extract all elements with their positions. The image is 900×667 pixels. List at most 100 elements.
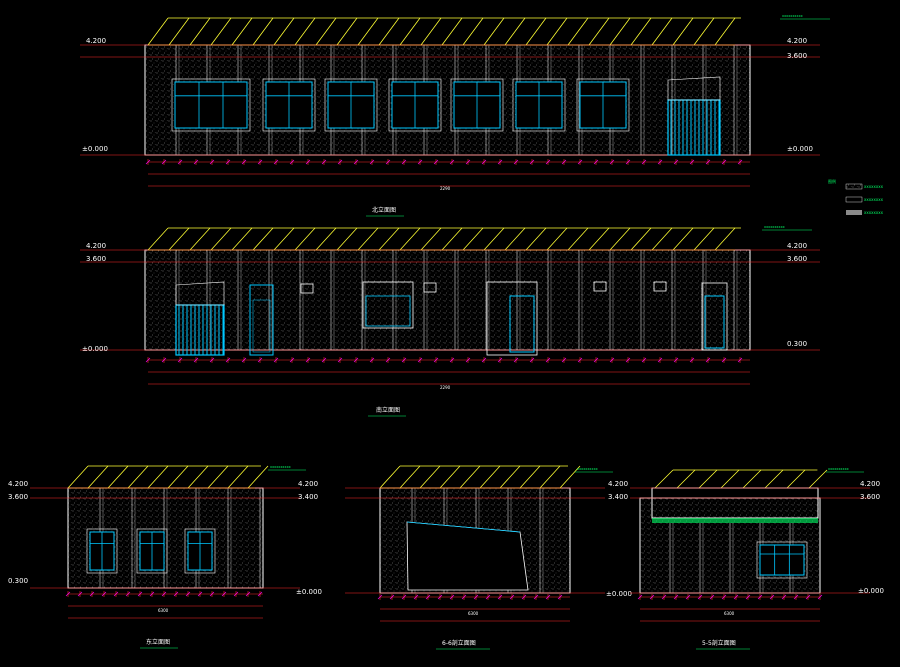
section-5-window — [756, 541, 808, 579]
roof-panel-line — [167, 465, 189, 489]
south-vent-4 — [653, 281, 667, 292]
dimension-tick-mark — [145, 159, 151, 165]
dimension-tick-mark — [513, 357, 519, 363]
window-frame-outer — [171, 78, 251, 132]
dimension-tick-mark — [321, 159, 327, 165]
section-6-overall-dim: 6300 — [468, 611, 479, 616]
dimension-tick-mark — [177, 357, 183, 363]
roof-panel-line — [567, 17, 589, 46]
dimension-tick-mark — [305, 159, 311, 165]
roof-panel-line — [147, 227, 169, 251]
dimension-tick-mark — [101, 591, 107, 597]
dimension-tick-mark — [737, 159, 743, 165]
roof-panel-line — [483, 17, 505, 46]
south-level-top-left: 4.200 — [86, 242, 106, 250]
south-window-large — [362, 281, 414, 329]
roof-panel-line — [698, 469, 718, 489]
roof-panel-line — [588, 17, 610, 46]
dimension-tick-mark — [273, 159, 279, 165]
dimension-tick-mark — [177, 159, 183, 165]
roof-panel-line — [420, 17, 442, 46]
legend-item-2: xxxxxxxx — [864, 197, 884, 202]
dimension-tick-mark — [673, 159, 679, 165]
dimension-tick-mark — [733, 594, 739, 600]
roof-panel-line — [588, 227, 610, 251]
window-frame-outer — [576, 78, 630, 132]
north-roof-note: xxxxxxxxxx — [782, 14, 803, 18]
south-roof-note: xxxxxxxxxx — [764, 225, 785, 229]
roof-panel-line — [567, 227, 589, 251]
south-vent-2 — [423, 282, 437, 293]
roof-panel-line — [231, 17, 253, 46]
roof-panel-line — [399, 17, 421, 46]
window-frame-outer — [136, 528, 168, 574]
east-level-ground-left: 0.300 — [8, 577, 28, 585]
dimension-tick-mark — [637, 594, 643, 600]
dimension-tick-mark — [185, 591, 191, 597]
south-door-2 — [486, 281, 538, 356]
section-5-level-ground: ±0.000 — [858, 587, 884, 595]
dimension-tick-mark — [225, 357, 231, 363]
dimension-tick-mark — [697, 594, 703, 600]
dimension-tick-mark — [513, 159, 519, 165]
roof-panel-line — [147, 17, 169, 46]
east-windows — [86, 528, 216, 574]
dimension-tick-mark — [417, 357, 423, 363]
dimension-tick-mark — [533, 594, 539, 600]
east-overall-dim: 6300 — [158, 608, 169, 613]
south-overall-dim: 2290 — [440, 385, 451, 390]
dimension-tick-mark — [353, 357, 359, 363]
legend-swatch-2 — [845, 196, 863, 203]
east-level-eave-left: 3.600 — [8, 493, 28, 501]
dimension-tick-mark — [137, 591, 143, 597]
north-level-eave-right: 3.600 — [787, 52, 807, 60]
dimension-tick-mark — [561, 159, 567, 165]
roof-panel-line — [420, 227, 442, 251]
roof-panel-line — [315, 227, 337, 251]
dimension-tick-mark — [385, 357, 391, 363]
east-level-ground-right: ±0.000 — [296, 588, 322, 596]
south-level-ground-left: ±0.000 — [82, 345, 108, 353]
dimension-tick-mark — [77, 591, 83, 597]
dimension-tick-mark — [545, 357, 551, 363]
south-vent-3 — [593, 281, 607, 292]
south-roof-panels — [147, 227, 741, 251]
roof-panel-line — [651, 227, 673, 251]
roof-panel-line — [786, 469, 806, 489]
dimension-tick-mark — [225, 159, 231, 165]
dimension-tick-mark — [193, 159, 199, 165]
east-level-eave-right: 3.400 — [298, 493, 318, 501]
east-elevation: 4.200 3.600 0.300 4.200 3.400 ±0.000 xxx… — [8, 465, 322, 649]
south-railing-gate — [175, 281, 225, 356]
window-frame-outer — [262, 78, 316, 132]
dimension-tick-mark — [161, 357, 167, 363]
dimension-tick-mark — [369, 159, 375, 165]
roof-panel-line — [519, 465, 541, 489]
window-frame-outer — [324, 78, 378, 132]
dimension-tick-mark — [173, 591, 179, 597]
dimension-tick-mark — [721, 357, 727, 363]
roof-panel-line — [479, 465, 501, 489]
section-6-dimension-chain — [377, 594, 570, 622]
section-5-elevation-title: 5-5剖立面图 — [702, 639, 736, 647]
roof-panel-line — [672, 227, 694, 251]
dimension-tick-mark — [689, 159, 695, 165]
dimension-tick-mark — [257, 591, 263, 597]
dimension-tick-mark — [625, 159, 631, 165]
roof-panel-line — [539, 465, 561, 489]
roof-panel-line — [399, 227, 421, 251]
dimension-tick-mark — [433, 357, 439, 363]
south-level-top-right: 4.200 — [787, 242, 807, 250]
section-5-dimension-chain — [637, 594, 823, 622]
roof-panel-line — [439, 465, 461, 489]
dimension-tick-mark — [673, 357, 679, 363]
dimension-tick-mark — [481, 357, 487, 363]
roof-panel-line — [147, 465, 169, 489]
roof-panel-line — [294, 227, 316, 251]
roof-panel-line — [441, 17, 463, 46]
roof-panel-line — [525, 17, 547, 46]
dimension-tick-mark — [113, 591, 119, 597]
dimension-tick-mark — [649, 594, 655, 600]
roof-panel-line — [714, 17, 736, 46]
